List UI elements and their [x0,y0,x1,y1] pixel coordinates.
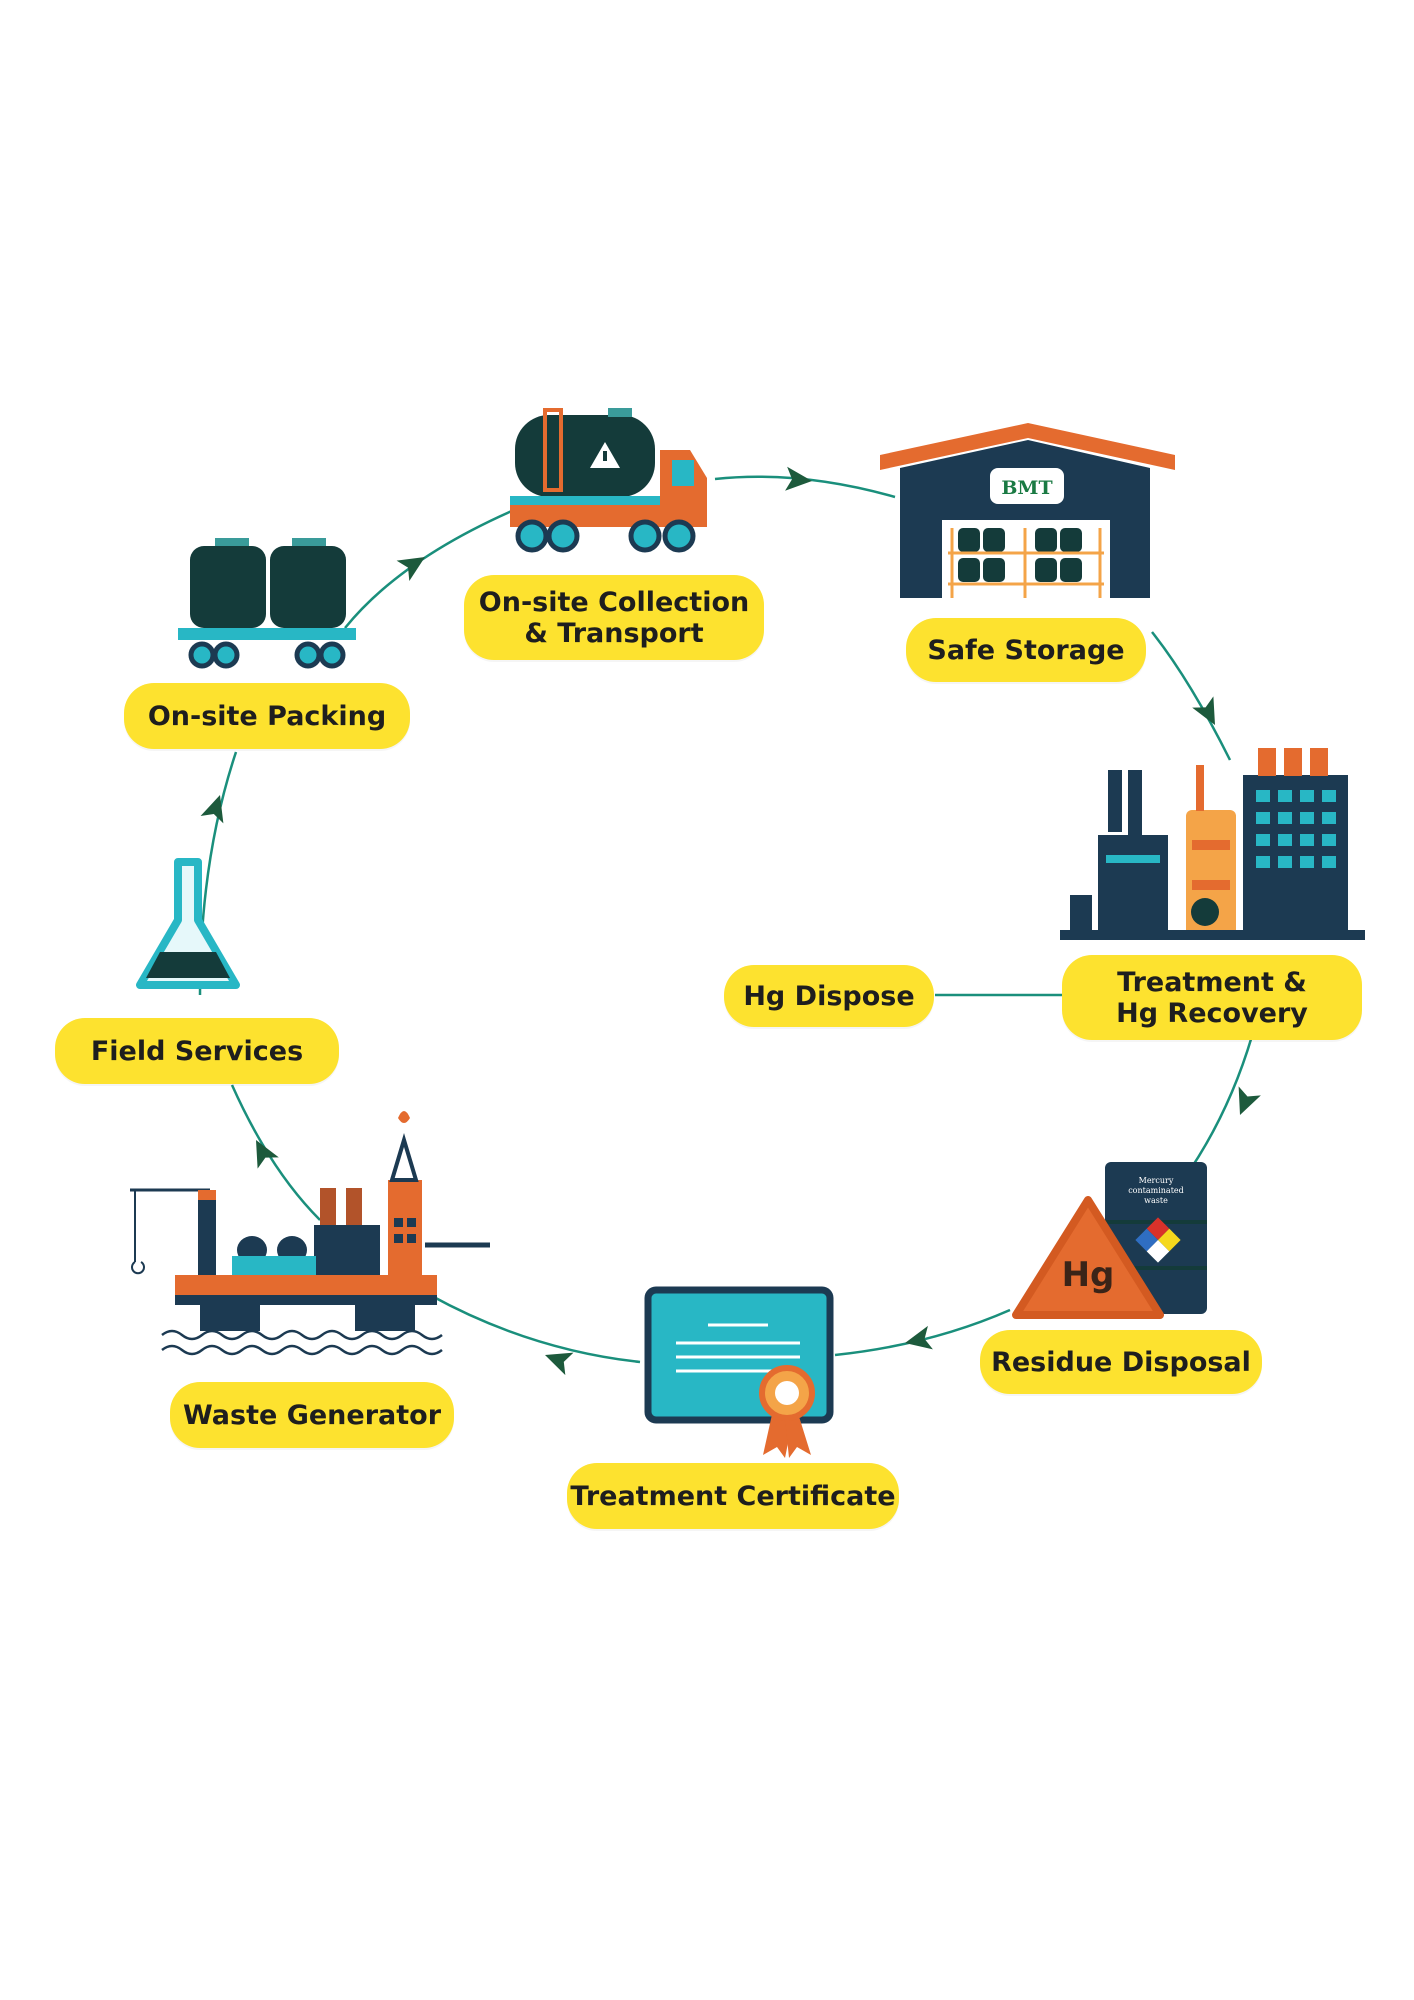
treatment-line-1: Treatment & [1117,966,1307,998]
treatment-certificate-label: Treatment Certificate [567,1463,899,1529]
warehouse-icon: BMT [880,423,1175,598]
arrow-to-certificate [902,1325,933,1355]
drum-label-line-1: Mercury [1139,1176,1174,1185]
flask-icon [136,858,240,989]
hg-dispose-label: Hg Dispose [724,965,934,1027]
certificate-icon [644,1286,834,1458]
factory-icon [1060,748,1365,940]
safe-storage-label: Safe Storage [906,618,1146,682]
residue-disposal-label: Residue Disposal [980,1330,1262,1394]
waste-generator-label: Waste Generator [170,1382,454,1448]
connector-treatment-to-residue [1188,1035,1254,1171]
oil-rig-icon [130,1111,490,1356]
connector-residue-to-certificate [834,1308,1011,1357]
treatment-recovery-label: Treatment & Hg Recovery [1062,955,1362,1040]
arrow-to-residue [1228,1086,1261,1120]
treatment-line-2: Hg Recovery [1116,997,1308,1029]
arrow-to-collection [396,546,432,581]
onsite-collection-line-1: On-site Collection [478,586,750,618]
connector-generator-to-field [230,1084,321,1221]
connector-storage-to-treatment [1151,631,1232,761]
drum-label-line-2: contaminated [1128,1186,1184,1195]
mercury-hazard-drum-icon: Mercury contaminated waste Hg [1012,1162,1207,1319]
onsite-packing-label: On-site Packing [124,683,410,749]
rail-tank-car-icon [178,538,356,669]
onsite-collection-label: On-site Collection & Transport [464,575,764,660]
arrow-to-packing [200,791,232,824]
tanker-truck-icon [510,408,707,553]
connector-certificate-to-generator [429,1293,641,1364]
hazard-symbol-text: Hg [1062,1255,1115,1295]
warehouse-sign-text: BMT [1001,477,1052,499]
field-services-label: Field Services [55,1018,339,1084]
drum-label-line-3: waste [1144,1196,1168,1205]
arrow-to-storage [785,466,814,493]
onsite-collection-line-2: & Transport [524,617,704,649]
